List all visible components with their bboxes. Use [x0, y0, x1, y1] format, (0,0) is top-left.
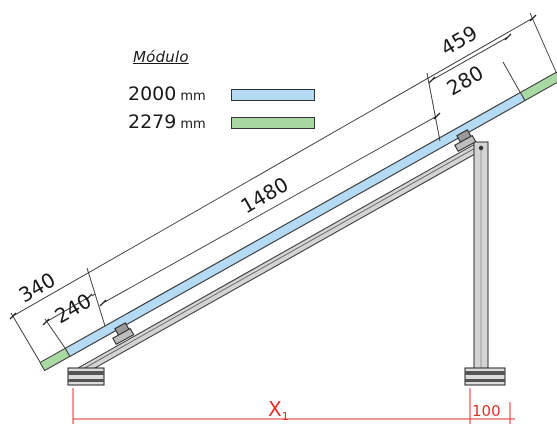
legend-item-value: 2000: [128, 83, 177, 105]
dimension-x1: [72, 388, 515, 424]
legend-item-value: 2279: [128, 111, 177, 133]
legend-swatch-blue: [231, 89, 315, 101]
post-pivot-bolt: [478, 145, 484, 151]
dim-340-label: 340: [15, 267, 60, 307]
dimension-x1-label: X1: [268, 397, 289, 423]
legend-swatch-green: [231, 117, 315, 129]
module-blue-2000: [64, 91, 526, 358]
rail-inner-edge: [82, 146, 478, 370]
dim-240-label: 240: [51, 288, 96, 328]
dimension-lines: [10, 12, 557, 363]
dim-459-label: 459: [437, 20, 482, 60]
legend-title: Módulo: [133, 48, 189, 66]
legend-item-unit: mm: [180, 89, 206, 104]
base-foot-left: [67, 367, 105, 386]
dimension-ticks: [9, 14, 537, 326]
legend-item-unit: mm: [180, 117, 206, 132]
base-foot-right: [464, 367, 506, 386]
dim-1480-label: 1480: [237, 172, 293, 218]
legend-item-2000: 2000 mm: [128, 83, 206, 105]
dimension-offset-label: 100: [472, 402, 501, 420]
clamp-right: [454, 129, 477, 153]
clamp-left: [112, 322, 135, 346]
legend-item-2279: 2279 mm: [128, 111, 206, 133]
